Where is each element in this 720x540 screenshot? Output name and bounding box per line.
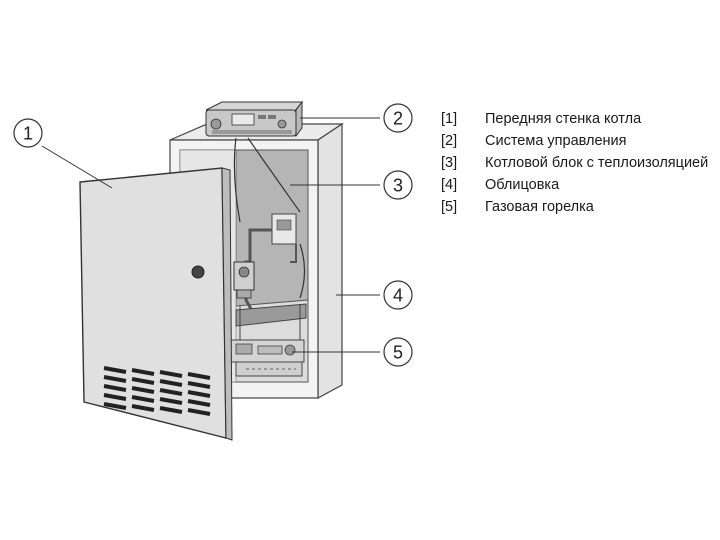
callout-leaders [41,117,380,353]
legend-key: [4] [441,177,458,193]
legend-item-3: [3] Котловой блок с теплоизоляцией [441,152,708,174]
callout-5: 5 [383,337,413,367]
callout-1: 1 [13,118,43,148]
legend-item-5: [5] Газовая горелка [441,196,708,218]
legend-key: [3] [441,155,458,171]
legend-item-1: [1] Передняя стенка котла [441,108,708,130]
legend-text: Передняя стенка котла [485,111,642,127]
svg-text:1: 1 [23,124,33,144]
control-system [205,100,304,138]
control-wiring [233,137,306,299]
legend: [1] Передняя стенка котла [2] Система уп… [441,108,708,218]
gas-valve [233,261,255,299]
cabinet-side-panel [317,122,343,400]
legend-key: [5] [441,199,458,215]
svg-text:4: 4 [393,286,403,306]
legend-key: [1] [441,111,458,127]
legend-key: [2] [441,133,458,149]
legend-item-4: [4] Облицовка [441,174,708,196]
callout-4: 4 [383,280,413,310]
legend-text: Газовая горелка [485,199,594,215]
door-knob [191,265,205,279]
callout-2: 2 [383,103,413,133]
legend-text: Котловой блок с теплоизоляцией [485,155,709,171]
boiler-front-door [79,167,233,441]
gas-burner [227,303,307,377]
legend-item-2: [2] Система управления [441,130,708,152]
svg-text:3: 3 [393,176,403,196]
door-vent-louvres [103,366,211,416]
callout-3: 3 [383,170,413,200]
svg-text:2: 2 [393,109,403,129]
legend-text: Облицовка [485,177,560,193]
legend-text: Система управления [485,133,627,149]
svg-text:5: 5 [393,343,403,363]
